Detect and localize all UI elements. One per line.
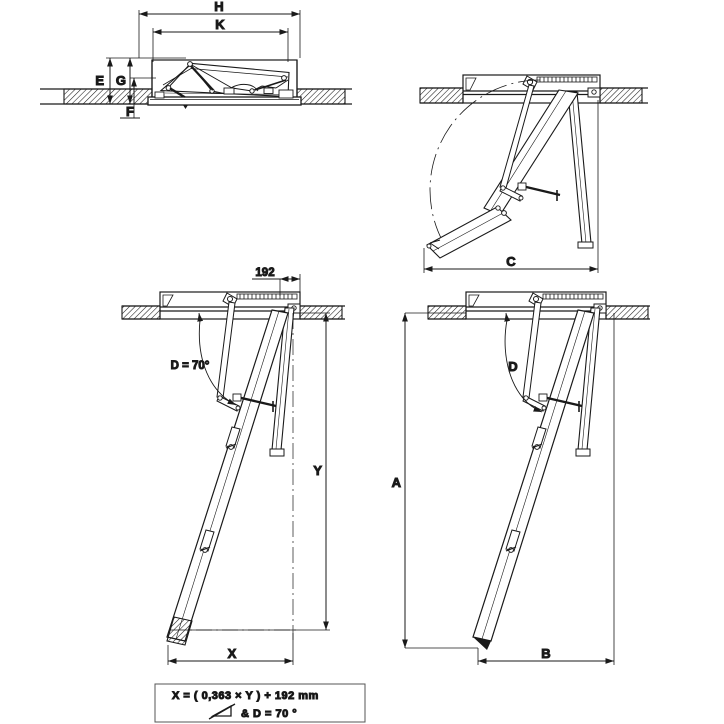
formula-box: X = ( 0,363 × Y ) + 192 mm & D = 70 ° — [154, 683, 366, 723]
rear-leg-4 — [575, 307, 601, 457]
dimension-E: E — [64, 57, 186, 105]
dimension-label-X: X — [228, 646, 237, 661]
dimension-label-A: A — [392, 475, 402, 490]
ladder-stringer-4 — [472, 309, 595, 650]
stringer-hinge-low-4 — [505, 529, 521, 553]
spreader-bar-2 — [517, 182, 561, 201]
ladder-box-shell — [147, 59, 302, 109]
dimension-A: A — [391, 312, 478, 649]
ladder-upper-section-2 — [483, 89, 579, 216]
dimension-label-192: 192 — [255, 267, 274, 279]
view-bottom-right: D A B — [391, 291, 650, 665]
angle-symbol-icon — [208, 703, 236, 720]
linkage-arm-4 — [522, 301, 547, 412]
ceiling-slab-right-4 — [605, 305, 650, 320]
spreader-bar-4 — [538, 393, 583, 412]
view-top-right: C — [419, 74, 648, 273]
ceiling-slab-left-3 — [121, 305, 161, 320]
linkage-arm-3 — [216, 301, 241, 412]
dimension-B: B — [477, 313, 615, 665]
formula-line-2: & D = 70 ° — [241, 708, 297, 720]
dimension-label-E: E — [95, 73, 104, 88]
rear-leg-2 — [567, 91, 594, 249]
ladder-lower-section-2 — [426, 205, 512, 259]
ceiling-slab-right-3 — [299, 305, 345, 320]
angle-label-D70: D = 70° — [171, 360, 210, 372]
dimension-F: F — [120, 77, 156, 120]
dimension-H: H — [138, 0, 301, 58]
folding-linkage — [154, 61, 294, 99]
dimension-label-Y: Y — [313, 463, 322, 478]
dimension-label-F: F — [126, 104, 134, 119]
ceiling-slab-right-2 — [599, 87, 648, 104]
ceiling-slab-left — [40, 88, 153, 105]
spreader-bar-3 — [232, 393, 277, 412]
stringer-hinge-mid-3 — [225, 426, 241, 450]
dimension-X: X — [167, 633, 294, 665]
dimension-label-H: H — [214, 0, 223, 14]
angle-label-D: D — [508, 359, 517, 374]
angle-D-4: D — [504, 312, 543, 413]
formula-line-1: X = ( 0,363 × Y ) + 192 mm — [172, 690, 319, 702]
dimension-label-K: K — [215, 17, 225, 32]
ceiling-slab-left-4 — [427, 305, 467, 320]
dimension-K: K — [152, 17, 289, 62]
stringer-hinge-mid-4 — [531, 426, 547, 450]
linkage-arm-2 — [499, 84, 535, 202]
dimension-G: G — [115, 58, 133, 104]
view-bottom-left: D = 70° 192 Y — [121, 267, 345, 665]
ceiling-slab-left-2 — [419, 87, 464, 104]
dimension-C: C — [423, 100, 599, 273]
view-top-left: H K E G — [40, 0, 352, 120]
rear-leg-3 — [269, 307, 295, 457]
ladder-foot-3 — [166, 616, 193, 646]
angle-D-70: D = 70° — [170, 312, 237, 406]
swing-arc — [429, 79, 541, 241]
ladder-box-frame-2 — [462, 74, 601, 104]
dimension-label-G: G — [116, 73, 126, 88]
dimension-label-C: C — [506, 254, 516, 269]
dimension-label-B: B — [541, 646, 550, 661]
stringer-hinge-low-3 — [199, 529, 215, 553]
dimension-192: 192 — [252, 267, 301, 296]
center-line-3 — [170, 313, 300, 640]
ceiling-slab-right — [296, 88, 352, 105]
